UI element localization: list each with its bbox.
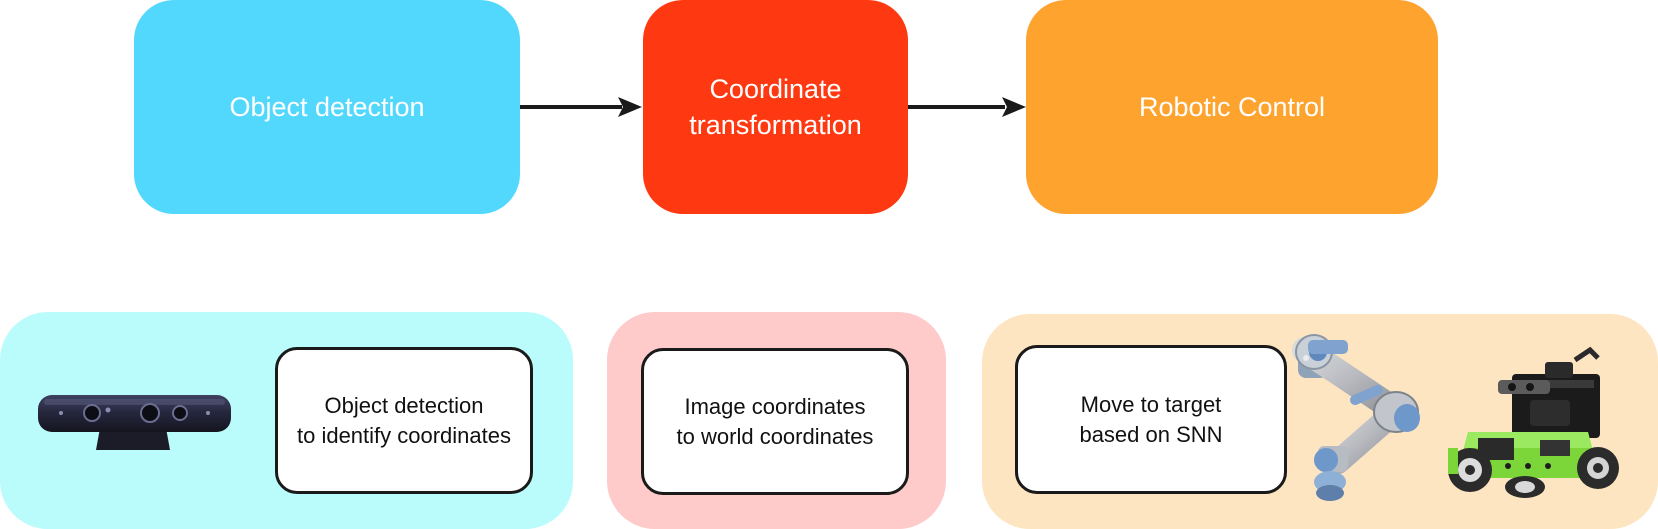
object-detection-label: Object detection xyxy=(229,92,425,122)
coordinate-transformation-block: Coordinate transformation xyxy=(643,0,908,214)
robotic-control-block: Robotic Control xyxy=(1026,0,1438,214)
arrow-detection-to-transformation xyxy=(520,97,642,117)
robotic-control-label: Robotic Control xyxy=(1138,92,1326,122)
detection-description-box: Object detection to identify coordinates xyxy=(275,347,533,494)
coordinate-transformation-label: Coordinate transformation xyxy=(689,74,862,140)
detection-description: Object detection to identify coordinates xyxy=(296,392,512,448)
mobile-robot-icon xyxy=(1448,346,1619,498)
movement-description-box: Move to target based on SNN xyxy=(1015,345,1287,494)
arrow-transformation-to-control xyxy=(908,97,1026,117)
robot-arm-icon xyxy=(1292,334,1420,501)
coordinates-description-box: Image coordinates to world coordinates xyxy=(641,348,909,495)
coordinates-description: Image coordinates to world coordinates xyxy=(676,393,874,449)
movement-description: Move to target based on SNN xyxy=(1079,391,1223,447)
depth-camera-icon xyxy=(38,395,231,450)
object-detection-block: Object detection xyxy=(134,0,520,214)
